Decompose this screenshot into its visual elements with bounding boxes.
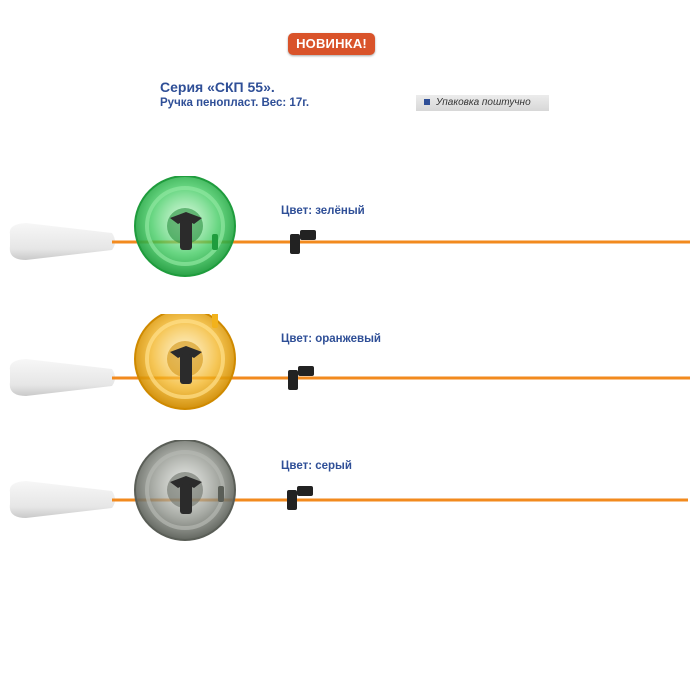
square-bullet-icon (424, 99, 430, 105)
product-subtitle: Ручка пенопласт. Вес: 17г. (160, 97, 310, 109)
new-badge: НОВИНКА! (288, 33, 375, 55)
rod-green-image (9, 176, 690, 277)
series-title: Серия «СКП 55». (160, 79, 275, 95)
rod-grey-color-label: Цвет: серый (281, 460, 352, 472)
rod-green-color-label: Цвет: зелёный (281, 205, 365, 217)
packaging-label: Упаковка поштучно (416, 95, 549, 111)
rod-orange-image (9, 314, 690, 410)
rod-grey-image (9, 440, 688, 541)
handle (9, 223, 115, 260)
rod-orange-color-label: Цвет: оранжевый (281, 333, 381, 345)
packaging-text: Упаковка поштучно (436, 97, 531, 108)
